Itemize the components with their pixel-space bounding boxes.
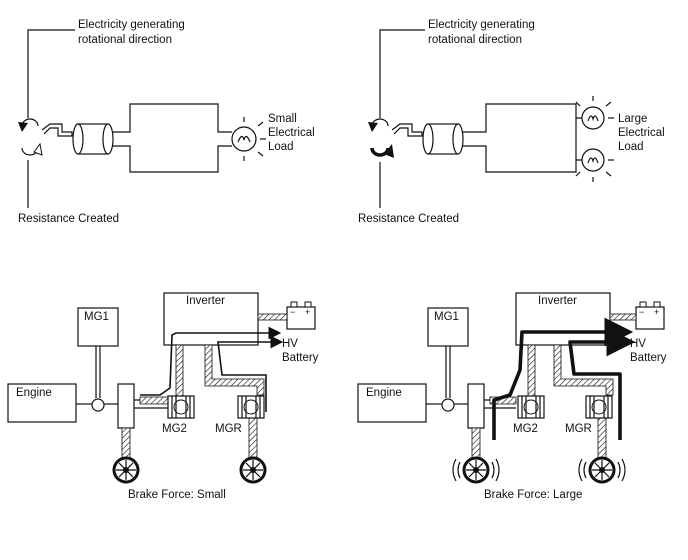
inverter-label: Inverter bbox=[186, 295, 225, 307]
engine-label: Engine bbox=[16, 387, 52, 399]
mgr-label: MGR bbox=[215, 423, 242, 435]
svg-text:+: + bbox=[654, 307, 659, 317]
bulb-icon-upper bbox=[575, 96, 614, 130]
mgr-motor-icon bbox=[237, 395, 265, 419]
load-label-line1: Large bbox=[618, 113, 647, 125]
mg1-label: MG1 bbox=[84, 311, 109, 323]
mg2-label: MG2 bbox=[513, 423, 538, 435]
bulb-icon bbox=[231, 117, 266, 161]
panel-large-load: Electricity generating rotational direct… bbox=[358, 19, 665, 225]
hv-label-line2: Battery bbox=[282, 352, 319, 364]
generator-icon bbox=[72, 123, 114, 155]
generator-icon bbox=[422, 123, 464, 155]
direction-label-line1: Electricity generating bbox=[78, 19, 185, 31]
mg1-label: MG1 bbox=[434, 311, 459, 323]
mgr-motor-icon bbox=[585, 395, 613, 419]
bulb-icon-lower bbox=[575, 148, 614, 182]
brake-force-label: Brake Force: Small bbox=[128, 489, 226, 501]
wheel-icon-front bbox=[112, 456, 140, 484]
hv-label-line1: HV bbox=[282, 338, 298, 350]
inverter-box bbox=[163, 292, 259, 346]
engine-box bbox=[7, 383, 77, 423]
mg2-label: MG2 bbox=[162, 423, 187, 435]
svg-text:+: + bbox=[305, 307, 310, 317]
resistance-label: Resistance Created bbox=[358, 213, 459, 225]
mg2-motor-icon bbox=[517, 395, 545, 419]
panel-brake-small: Inverter − + MG1 Engine bbox=[7, 292, 319, 501]
mg2-motor-icon bbox=[167, 395, 195, 419]
rotation-icon bbox=[368, 118, 394, 158]
panel-brake-large: Inverter − + MG1 Engine bbox=[357, 292, 667, 501]
wheel-icon-rear bbox=[239, 456, 267, 484]
mg1-box bbox=[427, 307, 469, 347]
direction-label-line2: rotational direction bbox=[78, 34, 172, 46]
direction-label-line2: rotational direction bbox=[428, 34, 522, 46]
load-label-line1: Small bbox=[268, 113, 297, 125]
engine-label: Engine bbox=[366, 387, 402, 399]
hv-label-line1: HV bbox=[630, 338, 646, 350]
engine-box bbox=[357, 383, 427, 423]
load-label-line3: Load bbox=[268, 141, 294, 153]
mg1-box bbox=[77, 307, 119, 347]
direction-label-line1: Electricity generating bbox=[428, 19, 535, 31]
svg-text:−: − bbox=[290, 307, 295, 317]
rotation-icon bbox=[18, 118, 43, 156]
brake-force-label: Brake Force: Large bbox=[484, 489, 582, 501]
inverter-label: Inverter bbox=[538, 295, 577, 307]
battery-icon: − + bbox=[635, 301, 665, 330]
resistance-label: Resistance Created bbox=[18, 213, 119, 225]
wheel-icon-front bbox=[452, 456, 500, 484]
hv-label-line2: Battery bbox=[630, 352, 667, 364]
inverter-box bbox=[515, 292, 611, 346]
load-label-line2: Electrical bbox=[618, 127, 665, 139]
mgr-label: MGR bbox=[565, 423, 592, 435]
battery-icon: − + bbox=[286, 301, 316, 330]
load-label-line2: Electrical bbox=[268, 127, 315, 139]
panel-small-load: Electricity generating rotational direct… bbox=[18, 19, 315, 225]
wheel-icon-rear bbox=[578, 456, 626, 484]
load-label-line3: Load bbox=[618, 141, 644, 153]
svg-text:−: − bbox=[639, 307, 644, 317]
